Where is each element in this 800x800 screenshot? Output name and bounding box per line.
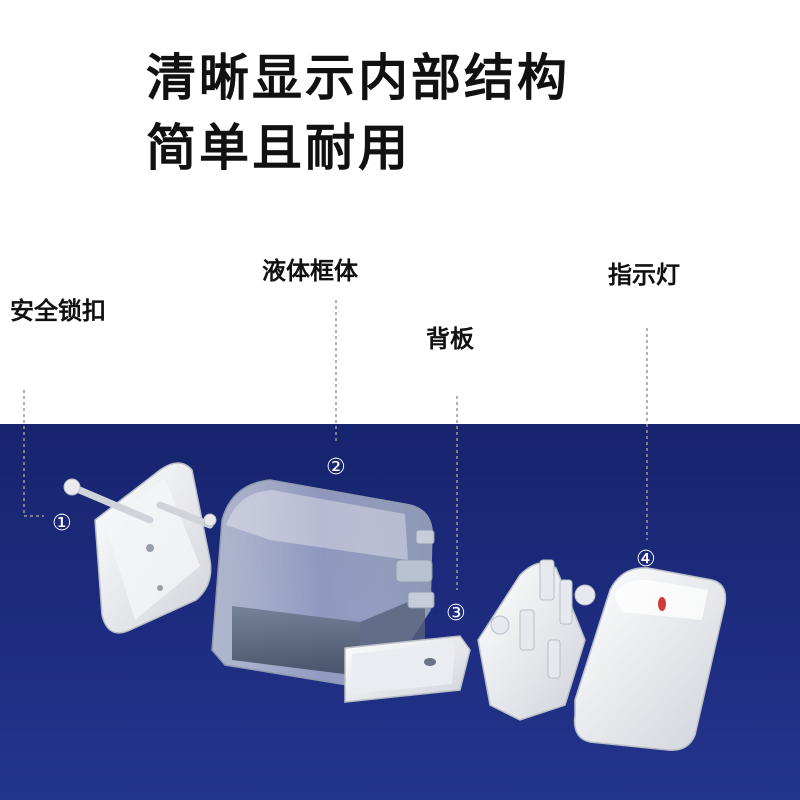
label-indicator-light: 指示灯 (608, 261, 680, 289)
front-cover-part (573, 567, 727, 751)
indicator-light-dot (658, 597, 666, 611)
back-plate-part (344, 635, 471, 703)
safety-lock-part (63, 462, 217, 634)
part-number-4: ④ (636, 547, 656, 572)
headline-line-1: 清晰显示内部结构 (146, 49, 570, 107)
motor-bracket-part (477, 559, 596, 721)
leader-lines (23, 300, 648, 590)
label-safety-lock: 安全锁扣 (10, 297, 106, 325)
part-number-3: ③ (446, 601, 466, 626)
part-number-2: ② (326, 455, 346, 480)
liquid-tank-part (211, 479, 435, 691)
headline-line-2: 简单且耐用 (146, 119, 411, 177)
label-back-plate: 背板 (426, 325, 474, 353)
label-liquid-tank: 液体框体 (262, 257, 358, 285)
part-number-1: ① (52, 511, 72, 536)
